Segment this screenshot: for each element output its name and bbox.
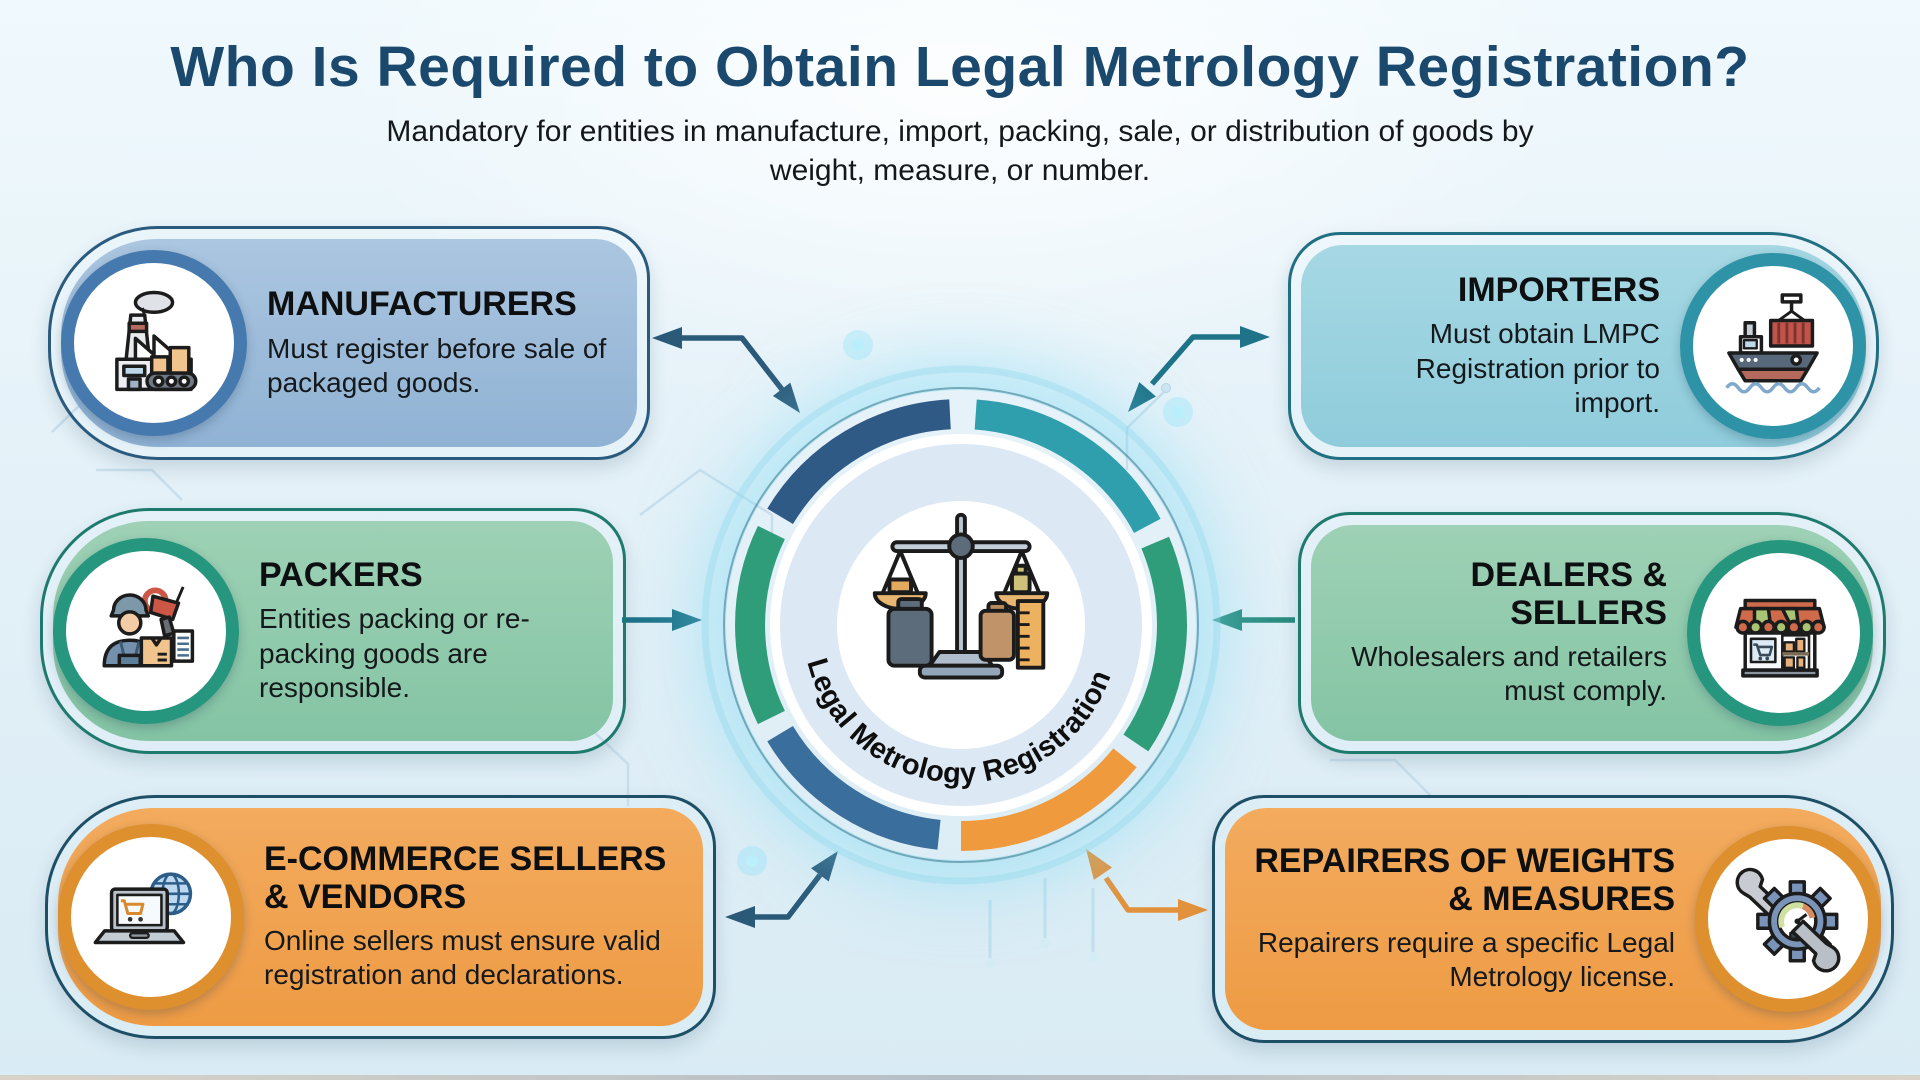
factory-icon — [115, 290, 198, 392]
card-title: E-COMMERCE SELLERS & VENDORS — [264, 840, 667, 916]
card-repairers: REPAIRERS OF WEIGHTS & MEASURES Repairer… — [1212, 795, 1894, 1043]
card-title: PACKERS — [259, 556, 423, 595]
card-importers: IMPORTERS Must obtain LMPC Registration … — [1288, 232, 1879, 460]
laptop-cart-globe-icon — [93, 872, 193, 945]
bottom-edge-line — [0, 1075, 1920, 1080]
cargo-ship-icon — [1725, 293, 1821, 394]
card-packers: PACKERS Entities packing or re-packing g… — [40, 508, 626, 754]
card-title: IMPORTERS — [1457, 271, 1660, 310]
card-body: Repairers require a specific Legal Metro… — [1257, 927, 1675, 993]
card-body: Must register before sale of packaged go… — [267, 332, 607, 398]
page-subtitle: Mandatory for entities in manufacture, i… — [386, 115, 1534, 187]
card-manufacturers: MANUFACTURERS Must register before sale … — [48, 226, 650, 460]
repairers-medallion — [1695, 826, 1881, 1012]
storefront-icon — [1734, 598, 1826, 678]
gear-gauge-wrench-icon — [1735, 867, 1841, 973]
page-title: Who Is Required to Obtain Legal Metrolog… — [170, 35, 1750, 99]
dealers-medallion — [1687, 540, 1873, 726]
card-title: MANUFACTURERS — [267, 285, 577, 324]
card-body: Must obtain LMPC Registration prior to i… — [1415, 318, 1660, 418]
card-body: Entities packing or re-packing goods are… — [259, 603, 530, 703]
packer-worker-icon — [102, 586, 195, 668]
ecommerce-medallion — [58, 824, 244, 1010]
card-body: Online sellers must ensure valid registr… — [264, 925, 661, 991]
manufacturers-medallion — [61, 250, 247, 436]
importers-medallion — [1680, 253, 1866, 439]
balance-scale-icon — [872, 512, 1050, 680]
card-dealers: DEALERS & SELLERS Wholesalers and retail… — [1298, 512, 1886, 754]
arrow-packers-to-center — [622, 609, 702, 631]
card-title: REPAIRERS OF WEIGHTS & MEASURES — [1254, 842, 1675, 918]
card-ecommerce: E-COMMERCE SELLERS & VENDORS Online sell… — [45, 795, 716, 1039]
card-body: Wholesalers and retailers must comply. — [1351, 641, 1667, 707]
card-title: DEALERS & SELLERS — [1470, 556, 1667, 632]
packers-medallion — [53, 538, 239, 724]
center-hub: Legal Metrology Registration — [691, 355, 1231, 895]
segmented-ring — [735, 399, 1187, 851]
hub-graphic: Legal Metrology Registration — [701, 365, 1221, 885]
